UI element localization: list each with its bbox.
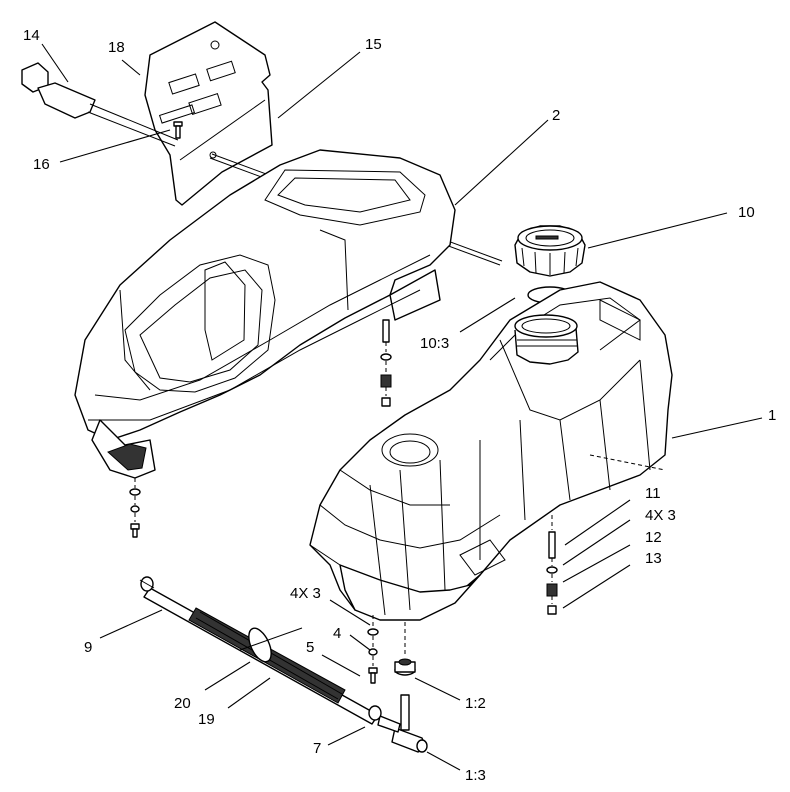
callout-4x3-right: 4X 3 — [645, 507, 676, 524]
callout-2: 2 — [552, 107, 560, 124]
tank-front-fastener-stack — [367, 615, 379, 684]
callout-labels: 14 18 15 2 16 10 10:3 1 11 4X 3 12 13 4X… — [23, 27, 776, 784]
callout-4x3-left: 4X 3 — [290, 585, 321, 602]
callout-5: 5 — [306, 639, 314, 656]
callout-11: 11 — [645, 485, 661, 502]
callout-16: 16 — [33, 156, 50, 173]
callout-10: 10 — [738, 204, 755, 221]
tank-right-fastener-stack — [546, 515, 558, 615]
callout-1: 1 — [768, 407, 776, 424]
callout-15: 15 — [365, 36, 382, 53]
bracket-plate-part — [144, 21, 273, 206]
shutoff-valve-part — [377, 694, 428, 753]
callout-18: 18 — [108, 39, 125, 56]
cover-right-fastener-stack — [380, 319, 392, 407]
callout-14: 14 — [23, 27, 40, 44]
callout-19: 19 — [198, 711, 215, 728]
callout-9: 9 — [84, 639, 92, 656]
callout-4: 4 — [333, 625, 341, 642]
callout-13: 13 — [645, 550, 662, 567]
cover-left-fastener-stack — [129, 478, 141, 538]
leader-lines — [41, 43, 763, 771]
callout-12: 12 — [645, 529, 662, 546]
fuel-tank-cover-part — [74, 149, 456, 479]
fuel-tank-part — [309, 281, 673, 621]
screw-part — [173, 121, 183, 139]
callout-10-3: 10:3 — [420, 335, 449, 352]
fuel-cap-part — [514, 225, 586, 277]
tank-bushing-part — [394, 622, 416, 676]
callout-1-2: 1:2 — [465, 695, 486, 712]
gauge-sender-part — [21, 62, 179, 147]
callout-1-3: 1:3 — [465, 767, 486, 784]
callout-7: 7 — [313, 740, 321, 757]
fuel-line-assembly — [139, 576, 382, 725]
callout-20: 20 — [174, 695, 191, 712]
